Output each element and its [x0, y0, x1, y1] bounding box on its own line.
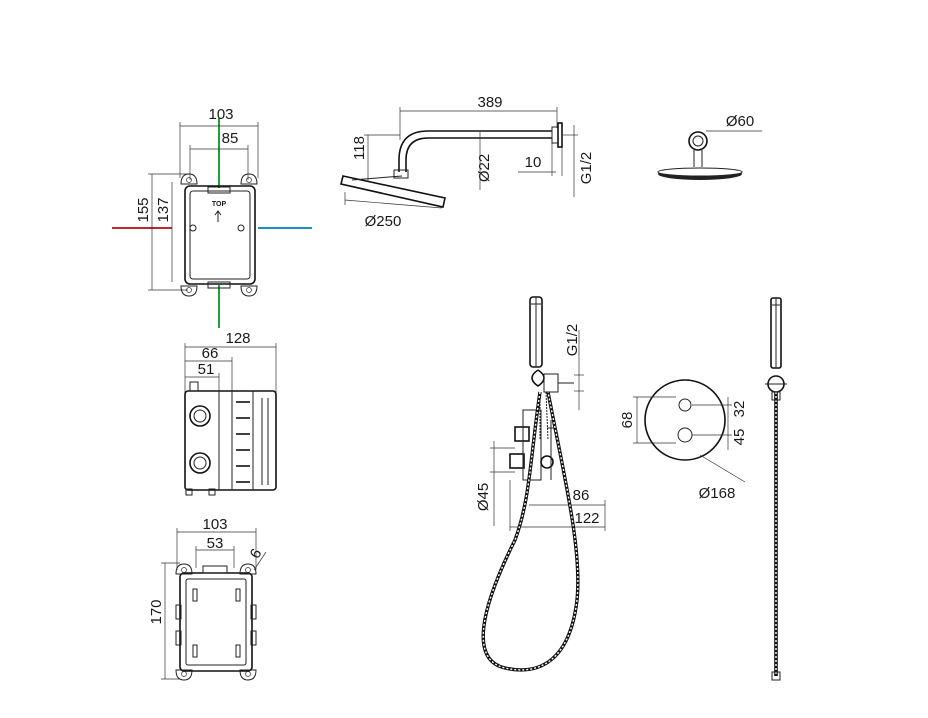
dim-250-head: Ø250	[365, 213, 402, 230]
dim-170-back: 170	[148, 599, 165, 624]
dim-g12-arm: G1/2	[578, 152, 595, 185]
box-front-view: 103 85 155 137 TOP	[112, 106, 312, 328]
top-label: TOP	[212, 201, 227, 208]
shower-head-top-view: Ø60	[657, 113, 762, 180]
box-back-view: 103 53 6 170	[148, 516, 267, 681]
box-side-view: 128 66 51	[184, 330, 277, 496]
dim-86: 86	[573, 487, 590, 504]
dim-45-holder: Ø45	[475, 483, 492, 511]
dim-45-plate: 45	[731, 429, 748, 446]
dim-22-pipe: Ø22	[476, 154, 493, 182]
dim-85-front: 85	[222, 130, 239, 147]
dim-389: 389	[477, 94, 502, 111]
dim-168-plate: Ø168	[699, 485, 736, 502]
dim-60-head: Ø60	[726, 113, 754, 130]
mixer-plate-view: 68 45 32 Ø168	[619, 379, 748, 502]
hand-shower-view: G1/2 Ø45 86 122	[475, 296, 606, 672]
dim-68-plate: 68	[619, 412, 636, 429]
dim-g12-hand: G1/2	[564, 324, 581, 357]
arrow-up-icon	[214, 210, 222, 222]
dim-32-plate: 32	[731, 401, 748, 418]
dim-103-back: 103	[202, 516, 227, 533]
dim-10-flange: 10	[525, 154, 542, 171]
dim-53-back: 53	[207, 535, 224, 552]
dim-66-side: 66	[202, 345, 219, 362]
dim-155-front: 155	[135, 197, 152, 222]
dim-137-front: 137	[155, 197, 172, 222]
dim-122: 122	[574, 510, 599, 527]
shower-arm-view: 389 118 Ø250 Ø22 10 G1/2	[340, 94, 595, 230]
dim-118: 118	[351, 136, 368, 160]
dim-51-side: 51	[198, 361, 215, 378]
shower-hose	[481, 391, 580, 672]
dim-128-side: 128	[225, 330, 250, 347]
dim-103-front: 103	[208, 106, 233, 123]
slide-rail-view	[765, 297, 787, 681]
